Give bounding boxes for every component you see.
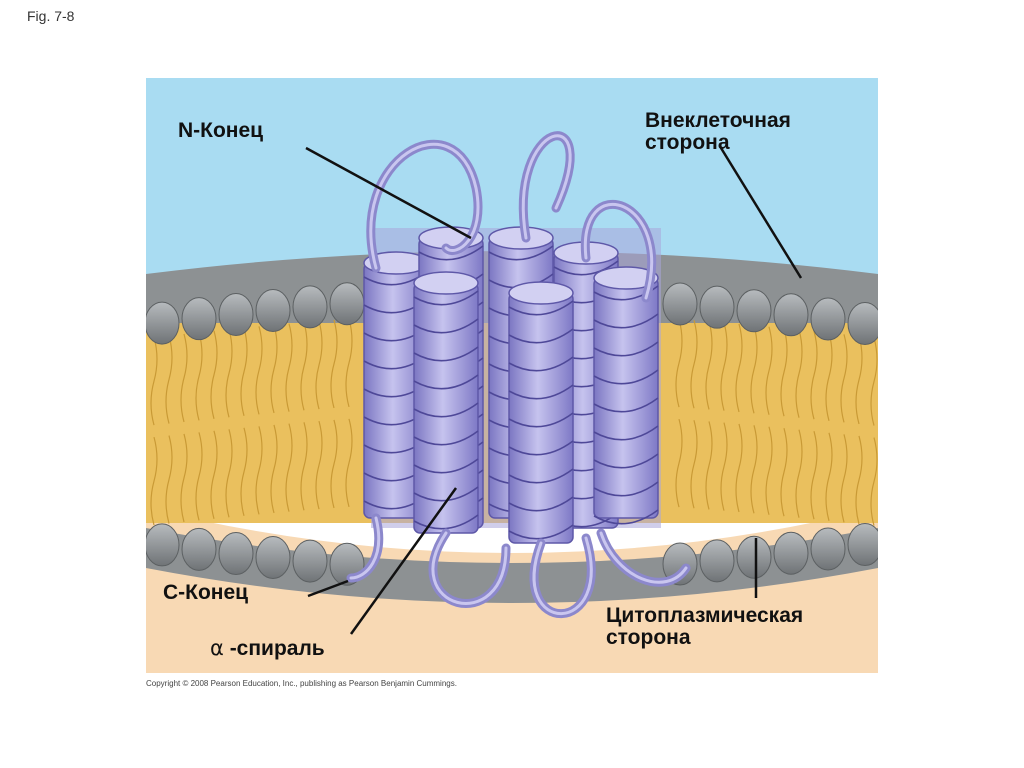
phospholipid-head bbox=[182, 298, 216, 340]
phospholipid-head bbox=[293, 286, 327, 328]
phospholipid-head bbox=[848, 524, 878, 566]
n-end-label: N-Конец bbox=[178, 120, 263, 142]
cytoplasmic-label-line2: сторона bbox=[606, 627, 803, 649]
figure-number: Fig. 7-8 bbox=[27, 8, 74, 24]
phospholipid-head bbox=[811, 298, 845, 340]
copyright-notice: Copyright © 2008 Pearson Education, Inc.… bbox=[146, 679, 457, 688]
phospholipid-head bbox=[219, 293, 253, 335]
c-end-label: C-Конец bbox=[163, 582, 248, 604]
phospholipid-head bbox=[182, 528, 216, 570]
phospholipid-head bbox=[774, 294, 808, 336]
phospholipid-head bbox=[700, 540, 734, 582]
membrane-protein-diagram bbox=[146, 78, 878, 673]
phospholipid-head bbox=[700, 286, 734, 328]
phospholipid-head bbox=[256, 537, 290, 579]
diagram-svg bbox=[146, 78, 878, 673]
extracellular-label-line1: Внеклеточная bbox=[645, 110, 791, 132]
alpha-helix-cylinder bbox=[509, 282, 573, 543]
alpha-helix-text: -спираль bbox=[230, 637, 325, 660]
alpha-helix-cylinder bbox=[414, 272, 478, 533]
alpha-helix-label: α -спираль bbox=[210, 637, 325, 660]
phospholipid-head bbox=[848, 302, 878, 344]
alpha-symbol: α bbox=[210, 636, 224, 660]
extracellular-label: Внеклеточная сторона bbox=[645, 110, 791, 154]
cytoplasmic-label-line1: Цитоплазмическая bbox=[606, 605, 803, 627]
phospholipid-head bbox=[256, 289, 290, 331]
phospholipid-head bbox=[737, 536, 771, 578]
alpha-helix-cylinder bbox=[594, 267, 658, 524]
phospholipid-head bbox=[330, 283, 364, 325]
phospholipid-head bbox=[663, 283, 697, 325]
cytoplasmic-label: Цитоплазмическая сторона bbox=[606, 605, 803, 649]
phospholipid-head bbox=[146, 302, 179, 344]
phospholipid-head bbox=[146, 524, 179, 566]
phospholipid-head bbox=[811, 528, 845, 570]
phospholipid-head bbox=[293, 540, 327, 582]
phospholipid-head bbox=[774, 532, 808, 574]
phospholipid-head bbox=[737, 290, 771, 332]
phospholipid-head bbox=[219, 533, 253, 575]
extracellular-label-line2: сторона bbox=[645, 132, 791, 154]
